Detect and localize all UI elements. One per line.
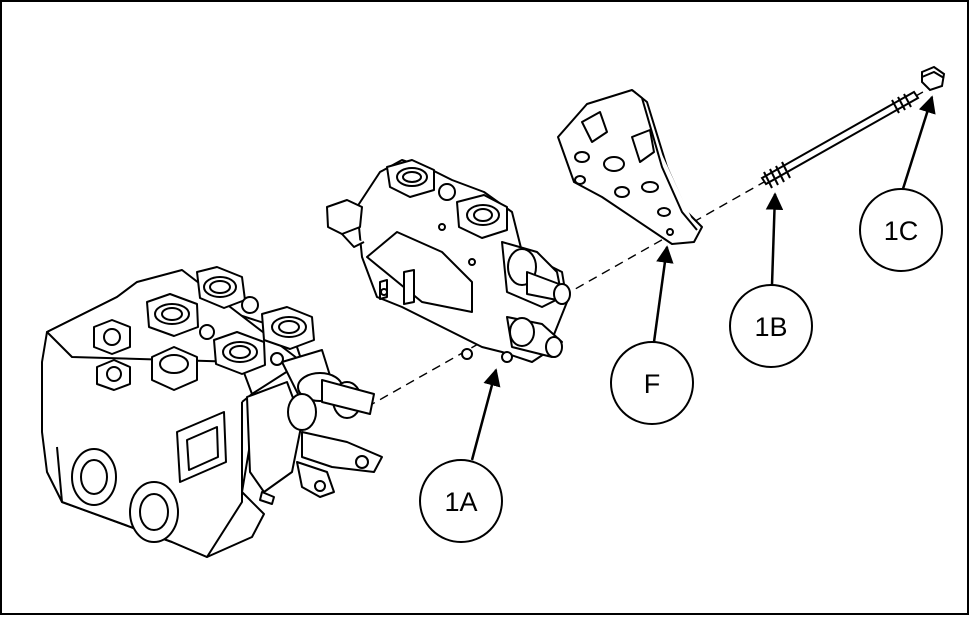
leader-1C [900,95,936,193]
callout-1B: 1B [729,284,813,368]
callout-F-label: F [644,369,661,399]
leader-1B [765,192,784,286]
callout-1B-label: 1B [754,312,787,342]
valve-stack-icon [41,266,383,558]
end-plate-icon [557,89,703,245]
callout-F: F [610,341,694,425]
callout-1A: 1A [419,459,503,543]
leader-F [652,245,674,343]
callout-1A-label: 1A [444,487,477,517]
nut-icon [921,65,946,92]
valve-section-icon [326,159,571,363]
tie-rod-icon [760,90,920,189]
callout-1C: 1C [859,188,943,272]
leader-1A [470,368,501,461]
callout-1C-label: 1C [884,216,919,246]
